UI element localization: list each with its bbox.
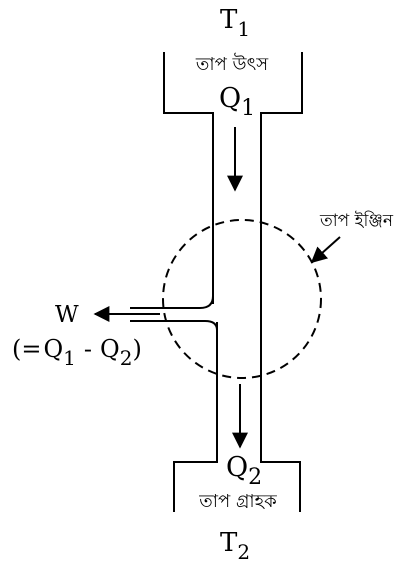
source-reservoir-outline (163, 52, 303, 512)
sink-temperature: T2 (220, 528, 250, 563)
source-temperature: T1 (220, 5, 250, 41)
sink-label: তাপ গ্রাহক (198, 491, 277, 512)
sink-reservoir-outline (173, 322, 218, 512)
work-symbol: W (55, 302, 79, 328)
work-outlet-lower (130, 320, 218, 331)
engine-label: তাপ ইঞ্জিন (319, 210, 394, 231)
heat-output-label: Q2 (226, 452, 262, 490)
source-label: তাপ উৎস (195, 53, 269, 75)
engine-circle (162, 219, 322, 379)
engine-label-pointer (310, 236, 341, 264)
work-outlet-upper (130, 295, 214, 309)
work-equation: (=Q1-Q2) (12, 335, 142, 370)
heat-input-label: Q1 (219, 83, 255, 121)
